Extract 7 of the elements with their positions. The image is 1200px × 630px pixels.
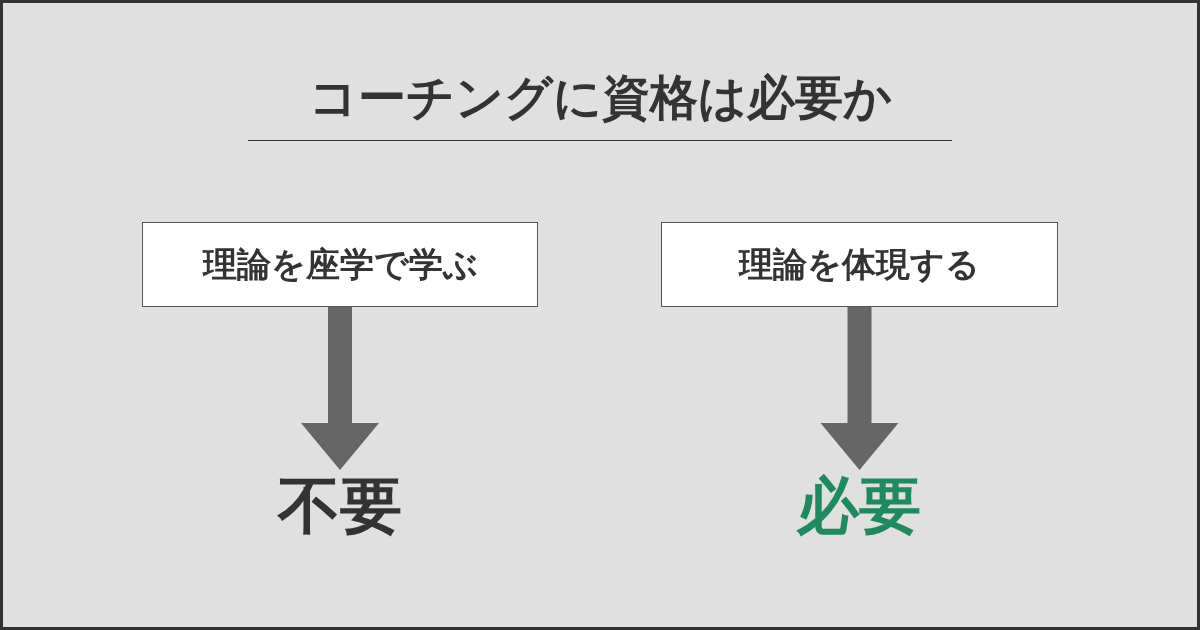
result-text: 必要 — [779, 470, 939, 542]
text-box: 理論を座学で学ぶ — [142, 222, 538, 307]
result-text: 不要 — [260, 470, 420, 542]
down-arrow — [820, 307, 899, 470]
down-arrow — [301, 307, 379, 470]
title: コーチングに資格は必要か — [307, 68, 893, 127]
text-box: 理論を体現する — [661, 222, 1058, 307]
